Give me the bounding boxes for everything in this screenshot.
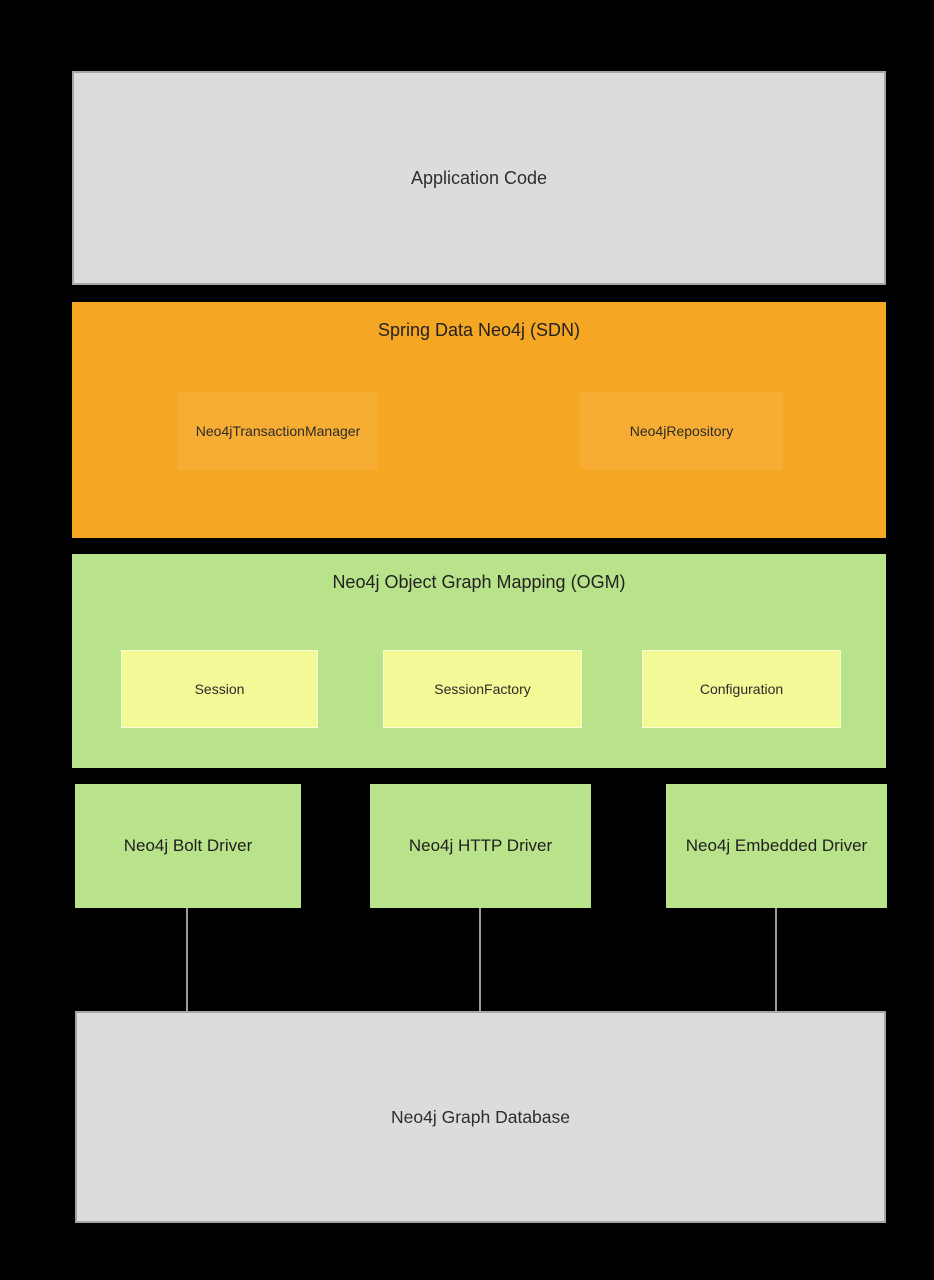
http-driver-connector-line — [479, 908, 481, 1011]
bolt-driver-box: Neo4j Bolt Driver — [75, 784, 301, 908]
http-driver-label: Neo4j HTTP Driver — [408, 836, 553, 855]
embedded-driver-box: Neo4j Embedded Driver — [666, 784, 887, 908]
bolt-driver-label: Neo4j Bolt Driver — [123, 836, 253, 855]
session-factory-label: SessionFactory — [434, 681, 531, 697]
embedded-driver-connector-line — [775, 908, 777, 1011]
configuration-box: Configuration — [642, 650, 841, 728]
application-code-label: Application Code — [410, 167, 548, 188]
neo4j-transaction-manager-box: Neo4jTransactionManager — [178, 392, 378, 470]
graph-database-label: Neo4j Graph Database — [391, 1106, 570, 1127]
http-driver-box: Neo4j HTTP Driver — [370, 784, 591, 908]
embedded-driver-label: Neo4j Embedded Driver — [685, 836, 868, 855]
bolt-driver-connector-line — [186, 908, 188, 1011]
application-code-box: Application Code — [72, 71, 886, 285]
neo4j-repository-label: Neo4jRepository — [629, 423, 734, 439]
session-box: Session — [121, 650, 318, 728]
ogm-layer-box: Neo4j Object Graph Mapping (OGM) Session… — [72, 554, 886, 768]
ogm-layer-title: Neo4j Object Graph Mapping (OGM) — [332, 572, 626, 592]
neo4j-transaction-manager-label: Neo4jTransactionManager — [195, 423, 361, 439]
session-factory-box: SessionFactory — [383, 650, 582, 728]
session-label: Session — [194, 681, 245, 697]
neo4j-repository-box: Neo4jRepository — [580, 392, 783, 470]
sdn-layer-box: Spring Data Neo4j (SDN) Neo4jTransaction… — [72, 302, 886, 538]
configuration-label: Configuration — [699, 681, 784, 697]
graph-database-box: Neo4j Graph Database — [75, 1011, 886, 1223]
sdn-layer-title: Spring Data Neo4j (SDN) — [377, 320, 581, 340]
